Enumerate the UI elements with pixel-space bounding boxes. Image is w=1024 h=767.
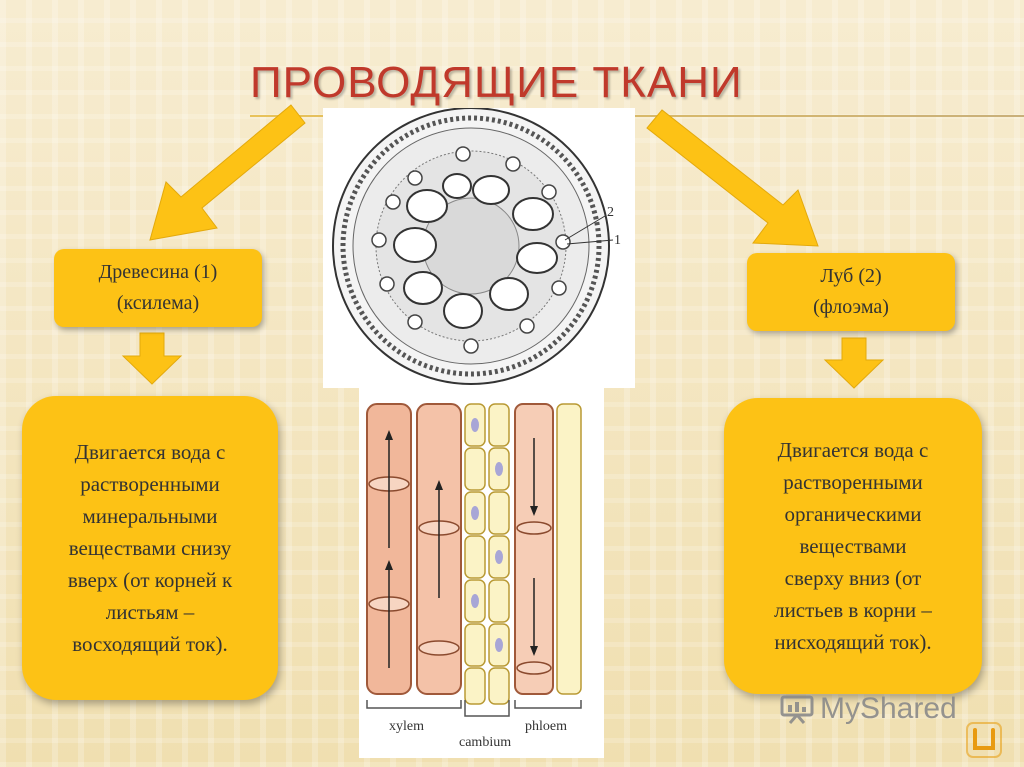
xylem-label-line2: (ксилема) (116, 292, 200, 314)
stem-cross-section: 2 1 (332, 108, 621, 385)
phloem-label-line1: Луб (2) (820, 265, 882, 287)
xylem-label-line1: Древесина (1) (98, 261, 218, 283)
title-underline (250, 115, 1024, 117)
xylem-label-box: Древесина (1) (ксилема) (54, 249, 262, 327)
arrow-down-xylem-icon (121, 332, 183, 385)
return-icon[interactable] (966, 722, 1002, 758)
phloem-desc-line: Двигается вода с (777, 438, 929, 462)
phloem-description-box: Двигается вода с растворенными органичес… (724, 398, 982, 694)
slide-title: ПРОВОДЯЩИЕ ТКАНИ (250, 58, 743, 107)
conducting-tissue-figure: 2 1 (323, 108, 635, 758)
vessel-ring (393, 173, 558, 329)
cambium-nuclei (471, 418, 503, 652)
outer-bundles (371, 146, 571, 354)
phloem-desc-line: веществами (799, 534, 907, 558)
phloem-label-box: Луб (2) (флоэма) (747, 253, 955, 331)
phloem-label-line2: (флоэма) (813, 296, 889, 318)
label-phloem: phloem (525, 719, 567, 734)
xylem-description-box: Двигается вода с растворенными минеральн… (22, 396, 278, 700)
phloem-desc-line: листьев в корни – (774, 598, 932, 622)
presentation-board-icon (780, 695, 814, 724)
phloem-desc-line: органическими (784, 502, 922, 526)
arrow-to-phloem-icon (646, 109, 819, 247)
phloem-desc-line: сверху вниз (от (784, 566, 922, 590)
arrow-down-phloem-icon (823, 337, 885, 389)
xylem-desc-line: листьям – (105, 600, 195, 624)
xylem-desc-line: Двигается вода с (74, 440, 226, 464)
xylem-desc-line: растворенными (80, 472, 220, 496)
watermark-text: MyShared (820, 692, 957, 725)
marker-1: 1 (614, 233, 621, 248)
xylem-desc-line: минеральными (82, 504, 218, 528)
arrow-to-xylem-icon (149, 104, 306, 241)
phloem-desc-line: нисходящий ток). (774, 630, 932, 654)
xylem-desc-line: вверх (от корней к (67, 568, 233, 592)
xylem-desc-line: восходящий ток). (72, 632, 228, 656)
label-xylem: xylem (389, 719, 424, 734)
label-cambium: cambium (459, 735, 511, 750)
longitudinal-section: xylem cambium phloem (366, 403, 582, 750)
marker-2: 2 (607, 205, 614, 220)
watermark: MyShared (780, 692, 957, 726)
xylem-desc-line: веществами снизу (68, 536, 232, 560)
phloem-desc-line: растворенными (783, 470, 923, 494)
